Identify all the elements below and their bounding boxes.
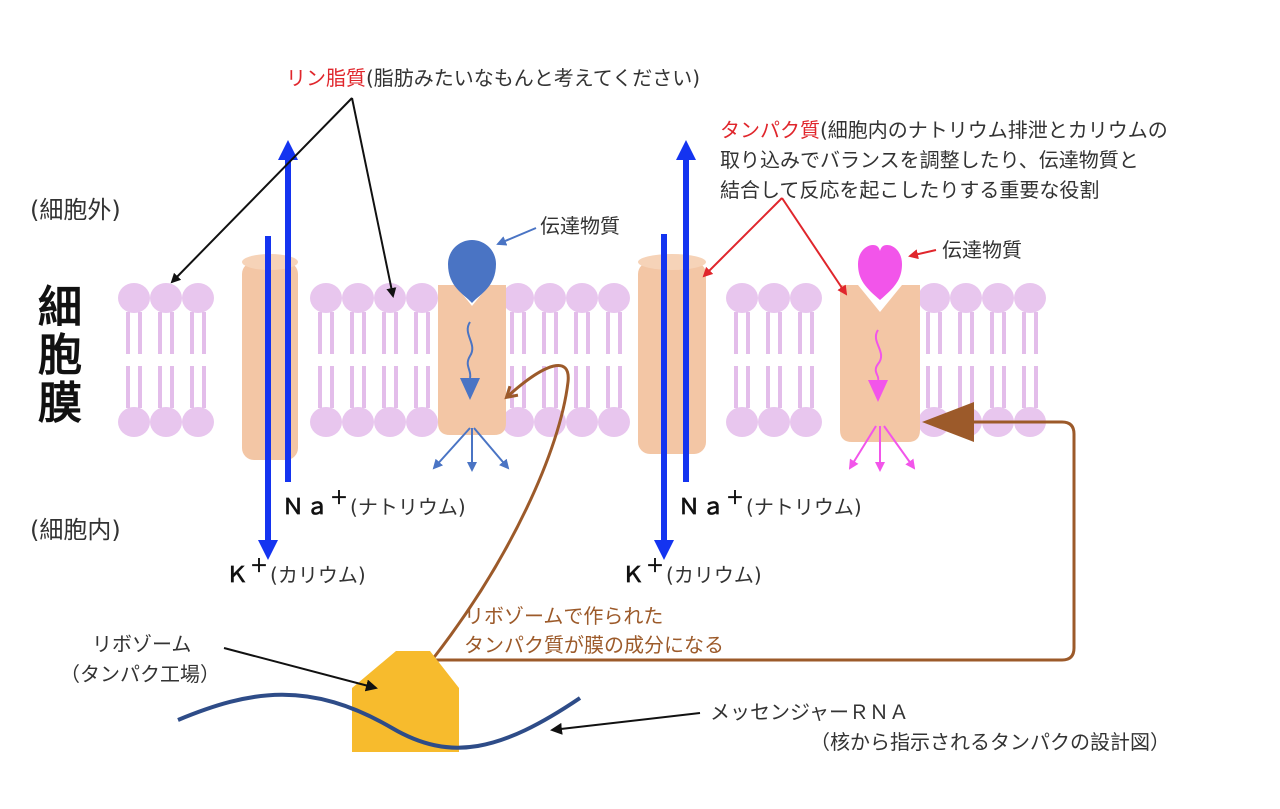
phospholipid (406, 283, 438, 437)
channel-protein-right (638, 254, 706, 454)
k-label-right: Ｋ＋(カリウム) (622, 556, 762, 589)
na-symbol-left: Ｎａ (282, 495, 331, 520)
signal-arrow-left (432, 321, 510, 472)
k-arrow-left (258, 236, 278, 560)
ribosome-to-receptor-left-arrow (430, 364, 570, 661)
phospholipid-term: リン脂質 (286, 66, 366, 90)
phospholipid (790, 283, 822, 437)
transmitter-pointer-arrows (496, 227, 937, 260)
transmitter-blue-shape (448, 240, 496, 303)
phospholipid (566, 283, 598, 437)
protein-note-1: (細胞内のナトリウム排泄とカリウムの (820, 118, 1168, 142)
phospholipid-pointer-arrows (170, 97, 397, 298)
mrna-pointer-arrow (550, 712, 701, 735)
transmitter-label-right: 伝達物質 (942, 238, 1022, 262)
phospholipid (502, 283, 534, 437)
k-name-left: (カリウム) (270, 563, 366, 587)
mrna-label-1: メッセンジャーＲＮＡ (710, 700, 909, 724)
na-label-left: Ｎａ＋(ナトリウム) (282, 488, 466, 521)
phospholipid (342, 283, 374, 437)
phospholipid (758, 283, 790, 437)
ribosome-shape (352, 651, 459, 752)
na-arrow-right (676, 140, 696, 482)
membrane-title-3: 膜 (38, 378, 82, 429)
phospholipid (1014, 283, 1046, 437)
ribosome-label-2: （タンパク工場） (60, 662, 220, 686)
receptor-protein-right (840, 285, 920, 442)
phospholipid (982, 283, 1014, 437)
na-symbol-right: Ｎａ (678, 495, 727, 520)
na-plus-left: ＋ (330, 488, 349, 509)
ribosome-label-1: リボゾーム (92, 632, 192, 656)
intracellular-label: (細胞内) (30, 516, 121, 544)
phospholipid (534, 283, 566, 437)
ribosome-made-label-1: リボゾームで作られた (464, 604, 664, 628)
k-symbol-left: Ｋ (226, 563, 251, 588)
k-name-right: (カリウム) (666, 563, 762, 587)
phospholipid (374, 283, 406, 437)
mrna-label-2: （核から指示されるタンパクの設計図） (810, 730, 1170, 754)
ribosome-to-receptor-right-arrow (432, 402, 1076, 662)
transmitter-pink-shape (858, 245, 902, 300)
phospholipid-note: (脂肪みたいなもんと考えてください) (366, 66, 701, 90)
ribosome-made-label-2: タンパク質が膜の成分になる (464, 633, 724, 657)
membrane-title-1: 細 (38, 282, 82, 333)
protein-pointer-arrows (702, 197, 848, 296)
extracellular-label: (細胞外) (30, 196, 121, 224)
signal-arrow-right (848, 329, 916, 472)
na-arrow-left (278, 140, 298, 482)
phospholipid (118, 283, 150, 437)
na-label-right: Ｎａ＋(ナトリウム) (678, 488, 862, 521)
receptor-protein-left (438, 285, 506, 435)
protein-term: タンパク質 (720, 118, 820, 142)
phospholipid (726, 283, 758, 437)
na-name-left: (ナトリウム) (350, 495, 466, 519)
transmitter-label-left: 伝達物質 (540, 214, 620, 238)
k-label-left: Ｋ＋(カリウム) (226, 556, 366, 589)
phospholipid (310, 283, 342, 437)
phospholipid (598, 283, 630, 437)
na-name-right: (ナトリウム) (746, 495, 862, 519)
na-plus-right: ＋ (726, 488, 745, 509)
protein-label-line3: 結合して反応を起こしたりする重要な役割 (720, 178, 1100, 202)
phospholipid-label: リン脂質(脂肪みたいなもんと考えてください) (286, 66, 700, 90)
phospholipid (182, 283, 214, 437)
protein-label-line2: 取り込みでバランスを調整したり、伝達物質と (720, 148, 1139, 172)
membrane-title-2: 胞 (38, 330, 82, 381)
k-arrow-right (654, 234, 674, 560)
k-plus-left: ＋ (250, 556, 269, 577)
protein-label-line1: タンパク質(細胞内のナトリウム排泄とカリウムの (720, 118, 1168, 142)
mrna-strand (177, 692, 582, 750)
ribosome-pointer-arrow (223, 647, 378, 692)
k-symbol-right: Ｋ (622, 563, 647, 588)
phospholipid (150, 283, 182, 437)
k-plus-right: ＋ (646, 556, 665, 577)
phospholipid-bilayer (118, 283, 1046, 437)
